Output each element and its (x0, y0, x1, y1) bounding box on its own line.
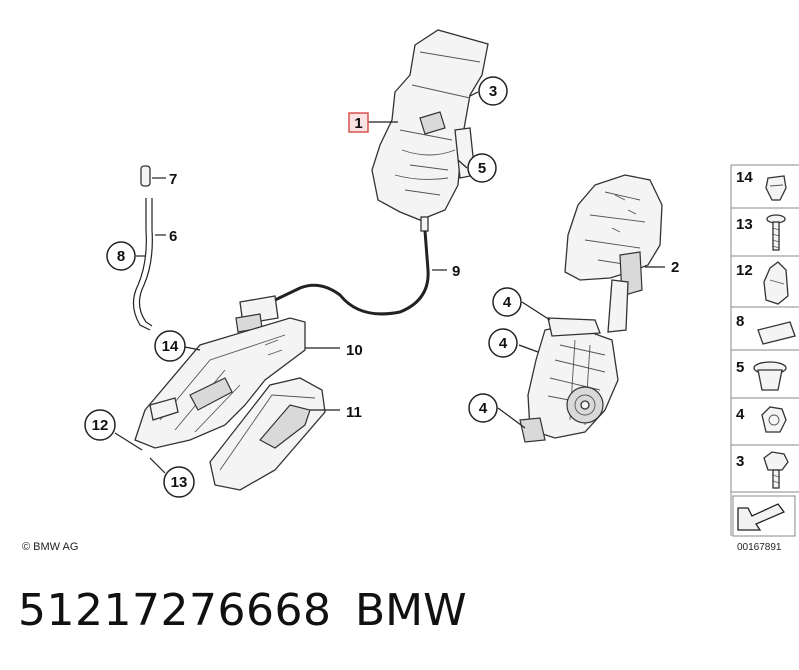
callout-9: 9 (452, 263, 460, 280)
legend-label-3: 3 (736, 453, 744, 470)
pad-icon (757, 321, 796, 345)
bolt-icon (763, 451, 789, 489)
callout-4c: 4 (479, 400, 488, 417)
part-11-handle-cover (209, 377, 326, 491)
nut-icon (761, 406, 787, 433)
callout-7: 7 (169, 171, 177, 188)
legend-item-3[interactable]: 3 (736, 451, 789, 489)
screw-icon (766, 214, 786, 251)
leader-lines (114, 91, 665, 474)
legend-label-14: 14 (736, 169, 753, 186)
callout-14: 14 (162, 338, 179, 355)
callout-13: 13 (171, 474, 188, 491)
callout-1-highlight[interactable] (348, 112, 369, 133)
legend-item-12[interactable]: 12 (736, 261, 789, 305)
callouts: 1 3 5 2 4 4 4 7 6 8 9 10 11 14 12 13 (84, 76, 679, 498)
callout-3: 3 (489, 83, 497, 100)
legend-item-13[interactable]: 13 (736, 214, 786, 251)
callout-5: 5 (478, 160, 486, 177)
callout-4b: 4 (499, 335, 508, 352)
part-6-rod (132, 165, 153, 331)
copyright-text: © BMW AG (22, 541, 79, 553)
legend-item-14[interactable]: 14 (736, 169, 787, 201)
part-number: 51217276668 (18, 585, 332, 636)
part-9-bowden-cable (235, 216, 430, 333)
legend-item-4[interactable]: 4 (736, 406, 787, 433)
brand-name: BMW (355, 585, 467, 636)
arrow-icon (732, 495, 796, 537)
legend-item-5[interactable]: 5 (736, 359, 787, 391)
legend-label-8: 8 (736, 313, 744, 330)
clip-icon (765, 175, 787, 201)
grommet-icon (753, 361, 787, 391)
callout-4a: 4 (503, 294, 512, 311)
callout-6: 6 (169, 228, 177, 245)
callout-8: 8 (117, 248, 125, 265)
callout-10: 10 (346, 342, 363, 359)
part-motor-drive-unit (519, 317, 619, 443)
legend-label-12: 12 (736, 262, 753, 279)
callout-2: 2 (671, 259, 679, 276)
plug-icon (763, 261, 789, 305)
legend-label-4: 4 (736, 406, 745, 423)
part-1-lock-housing (371, 29, 489, 221)
legend-panel: 14 13 12 8 5 (730, 164, 799, 537)
legend-label-13: 13 (736, 216, 753, 233)
callout-12: 12 (92, 417, 109, 434)
part-2-lock-actuator (564, 174, 663, 333)
callout-1: 1 (354, 115, 362, 132)
diagram-id: 00167891 (737, 542, 782, 553)
part-10-handle-bracket (134, 317, 306, 449)
legend-item-8[interactable]: 8 (736, 313, 796, 345)
callout-11: 11 (346, 404, 362, 421)
legend-label-5: 5 (736, 359, 744, 376)
